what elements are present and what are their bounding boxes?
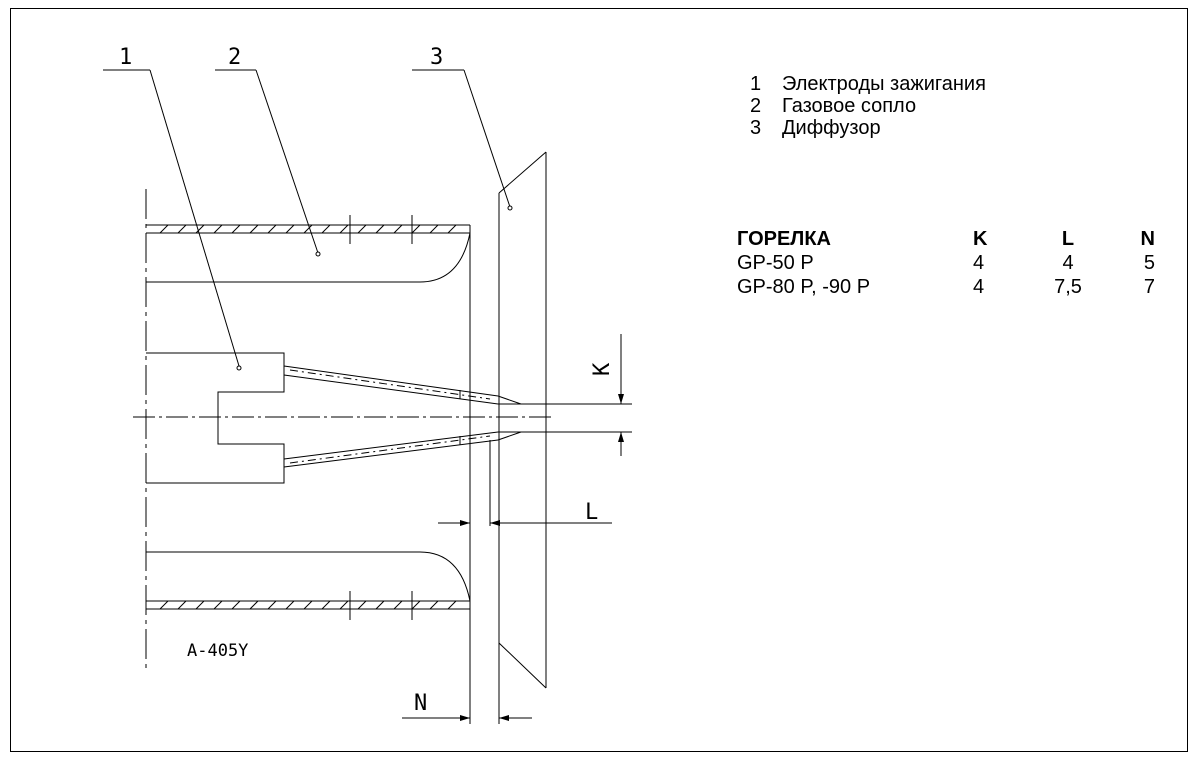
cell-l: 7,5: [1054, 276, 1082, 298]
legend-item-2: 2 Газовое сопло: [750, 95, 986, 117]
table-row: GP-50 P 4 4 5: [737, 251, 1155, 275]
drawing-frame: [10, 8, 1188, 752]
legend-label: Газовое сопло: [782, 95, 917, 117]
cell-n: 5: [1143, 252, 1155, 274]
dimension-l-label: L: [585, 500, 598, 525]
callout-number-2: 2: [228, 45, 241, 70]
header-n: N: [1140, 228, 1155, 250]
callout-number-1: 1: [119, 45, 132, 70]
electrode-holder: [146, 352, 285, 484]
ignition-electrode-bottom: [283, 431, 522, 526]
dimension-k: [521, 334, 632, 456]
legend-item-3: 3 Диффузор: [750, 117, 986, 139]
table-row: GP-80 P, -90 P 4 7,5 7: [737, 275, 1155, 299]
leader-2-dot: [315, 251, 321, 257]
cell-k: 4: [973, 252, 985, 274]
legend-label: Электроды зажигания: [782, 73, 986, 95]
legend-label: Диффузор: [782, 117, 881, 139]
cell-n: 7: [1143, 276, 1155, 298]
burner-spec-table: ГОРЕЛКА K L N GP-50 P 4 4 5 GP-80 P, -90…: [737, 227, 1155, 299]
cell-burner: GP-50 P: [737, 252, 814, 274]
diffuser: [498, 151, 547, 724]
legend-item-1: 1 Электроды зажигания: [750, 73, 986, 95]
cell-l: 4: [1062, 252, 1074, 274]
cell-k: 4: [973, 276, 985, 298]
leader-1-dot: [236, 365, 242, 371]
legend-num: 3: [750, 117, 762, 139]
leader-3: [412, 69, 511, 208]
table-header-row: ГОРЕЛКА K L N: [737, 227, 1155, 251]
leader-2: [215, 69, 319, 254]
drawing-code: A-405Y: [187, 641, 248, 661]
cell-burner: GP-80 P, -90 P: [737, 276, 871, 298]
ignition-electrode-top: [283, 365, 522, 405]
header-k: K: [973, 228, 988, 250]
header-burner: ГОРЕЛКА: [737, 228, 831, 250]
legend-num: 2: [750, 95, 762, 117]
dimension-k-label: K: [590, 362, 615, 376]
leader-3-dot: [507, 205, 513, 211]
gas-nozzle-bottom: [146, 551, 471, 620]
callout-number-3: 3: [430, 45, 443, 70]
gas-nozzle-top: [146, 215, 471, 283]
header-l: L: [1061, 228, 1075, 250]
dimension-n-label: N: [414, 691, 427, 716]
legend-num: 1: [750, 73, 762, 95]
leader-1: [103, 69, 240, 367]
callout-legend: 1 Электроды зажигания 2 Газовое сопло 3 Диф…: [750, 73, 986, 139]
